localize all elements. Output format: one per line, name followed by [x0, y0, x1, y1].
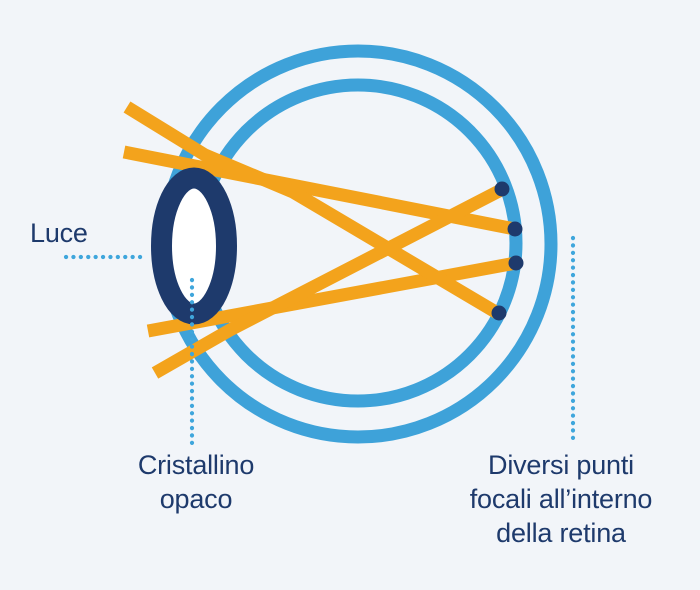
retina-focal-points-label-line1: Diversi punti [488, 450, 634, 480]
opaque-lens-label-line2: opaco [159, 484, 233, 514]
focal-point-dot-3 [508, 255, 524, 271]
retina-focal-points-label: Diversi punti focali all’interno della r… [413, 448, 700, 550]
focal-point-dot-1 [494, 181, 510, 197]
light-ray-top-steep [123, 101, 503, 320]
focal-point-dot-4 [491, 305, 507, 321]
opaque-lens-label: Cristallino opaco [96, 448, 296, 516]
light-ray-bottom-steep [151, 183, 506, 379]
retina-focal-points-label-line2: focali all’interno [469, 484, 653, 514]
retina-focal-points-label-line3: della retina [496, 518, 626, 548]
opaque-lens-label-line1: Cristallino [137, 450, 255, 480]
opaque-lens [151, 167, 237, 325]
light-label: Luce [30, 218, 88, 248]
focal-point-dot-2 [507, 221, 523, 237]
